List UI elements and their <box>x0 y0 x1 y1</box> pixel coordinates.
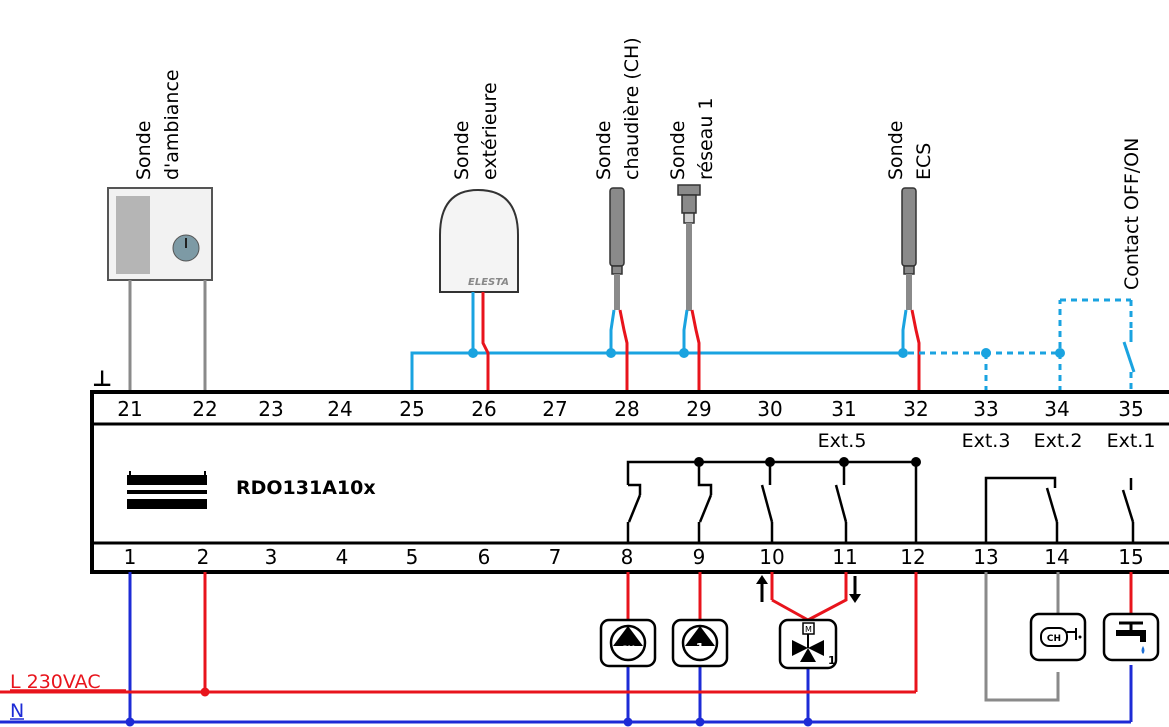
ext-5-label: Ext.5 <box>818 430 867 452</box>
terminal-35: 35 <box>1118 397 1143 421</box>
mixing-valve-icon: M 1 <box>778 618 838 670</box>
ext-3-label: Ext.3 <box>962 430 1011 452</box>
svg-text:Sonde: Sonde <box>667 121 689 180</box>
terminal-34: 34 <box>1044 397 1069 421</box>
terminal-11: 11 <box>832 545 857 569</box>
line-label: L 230VAC <box>10 671 101 693</box>
burner-icon: CH <box>1029 612 1087 662</box>
ext-labels: Ext.5 Ext.3 Ext.2 Ext.1 <box>818 430 1156 452</box>
wiring-junctions <box>125 687 813 727</box>
bus-junctions <box>468 348 1065 358</box>
network-sensor-device <box>677 184 701 311</box>
open-arrow-icon <box>756 575 768 602</box>
terminal-25: 25 <box>399 397 424 421</box>
terminal-7: 7 <box>549 545 562 569</box>
terminal-24: 24 <box>327 397 352 421</box>
controller-model: RDO131A10x <box>236 477 376 499</box>
label-contact: Contact OFF/ON <box>1121 138 1143 290</box>
terminal-32: 32 <box>903 397 928 421</box>
room-sensor-device <box>107 187 213 281</box>
terminal-1: 1 <box>124 545 137 569</box>
terminal-26: 26 <box>471 397 496 421</box>
ext-1-label: Ext.1 <box>1107 430 1156 452</box>
svg-text:1: 1 <box>696 641 704 655</box>
top-terminals: 21 22 23 24 25 26 27 28 29 30 31 32 33 3… <box>117 397 1143 421</box>
dhw-tap-icon <box>1102 612 1160 662</box>
terminal-9: 9 <box>693 545 706 569</box>
terminal-3: 3 <box>265 545 278 569</box>
terminal-28: 28 <box>614 397 639 421</box>
label-network-sensor: Sonde réseau 1 <box>667 98 717 181</box>
svg-text:réseau 1: réseau 1 <box>695 98 717 181</box>
svg-text:Sonde: Sonde <box>133 121 155 180</box>
label-boiler-sensor: Sonde chaudière (CH) <box>593 37 643 180</box>
pump-ch-icon: CH <box>599 618 657 668</box>
terminal-29: 29 <box>686 397 711 421</box>
terminal-12: 12 <box>900 545 925 569</box>
svg-text:1: 1 <box>828 654 836 667</box>
label-dhw-sensor: Sonde ECS <box>885 121 935 180</box>
svg-text:Sonde: Sonde <box>451 121 473 180</box>
ext-2-label: Ext.2 <box>1034 430 1083 452</box>
optional-wiring <box>908 298 1133 392</box>
ground-symbol: ⊥ <box>92 367 112 392</box>
label-room-sensor: Sonde d'ambiance <box>133 69 183 180</box>
pump-1-icon: 1 <box>671 618 729 668</box>
contact-switch <box>1122 330 1136 373</box>
terminal-13: 13 <box>973 545 998 569</box>
svg-text:M: M <box>805 625 812 634</box>
terminal-23: 23 <box>258 397 283 421</box>
svg-text:extérieure: extérieure <box>479 82 501 180</box>
svg-text:ECS: ECS <box>913 143 935 180</box>
terminal-14: 14 <box>1044 545 1069 569</box>
sensor-wiring <box>410 292 921 392</box>
terminal-4: 4 <box>336 545 349 569</box>
dhw-sensor-device <box>901 187 917 310</box>
outdoor-sensor-device: ELESTA <box>439 188 519 293</box>
svg-text:Sonde: Sonde <box>593 121 615 180</box>
boiler-sensor-device <box>609 187 625 310</box>
svg-text:chaudière (CH): chaudière (CH) <box>621 37 643 180</box>
terminal-27: 27 <box>542 397 567 421</box>
terminal-22: 22 <box>192 397 217 421</box>
neutral-label: N <box>10 700 24 722</box>
terminal-31: 31 <box>831 397 856 421</box>
line-wiring <box>0 572 1133 694</box>
controller-body <box>90 390 1169 574</box>
elesta-brand: ELESTA <box>468 277 509 288</box>
relay-junctions <box>694 457 921 467</box>
terminal-30: 30 <box>757 397 782 421</box>
svg-text:d'ambiance: d'ambiance <box>161 69 183 180</box>
terminal-5: 5 <box>406 545 419 569</box>
bottom-terminals: 1 2 3 4 5 6 7 8 9 10 11 12 13 14 15 <box>124 545 1144 569</box>
terminal-2: 2 <box>197 545 210 569</box>
terminal-21: 21 <box>117 397 142 421</box>
close-arrow-icon <box>849 576 861 603</box>
transformer-symbol <box>127 471 207 509</box>
svg-text:CH: CH <box>1047 634 1061 644</box>
terminal-10: 10 <box>759 545 784 569</box>
burner-loop <box>984 572 1060 702</box>
terminal-8: 8 <box>621 545 634 569</box>
terminal-6: 6 <box>478 545 491 569</box>
terminal-15: 15 <box>1118 545 1143 569</box>
terminal-33: 33 <box>973 397 998 421</box>
neutral-wiring <box>0 572 1133 724</box>
label-outdoor-sensor: Sonde extérieure <box>451 82 501 180</box>
svg-text:CH: CH <box>621 645 635 655</box>
svg-text:Sonde: Sonde <box>885 121 907 180</box>
